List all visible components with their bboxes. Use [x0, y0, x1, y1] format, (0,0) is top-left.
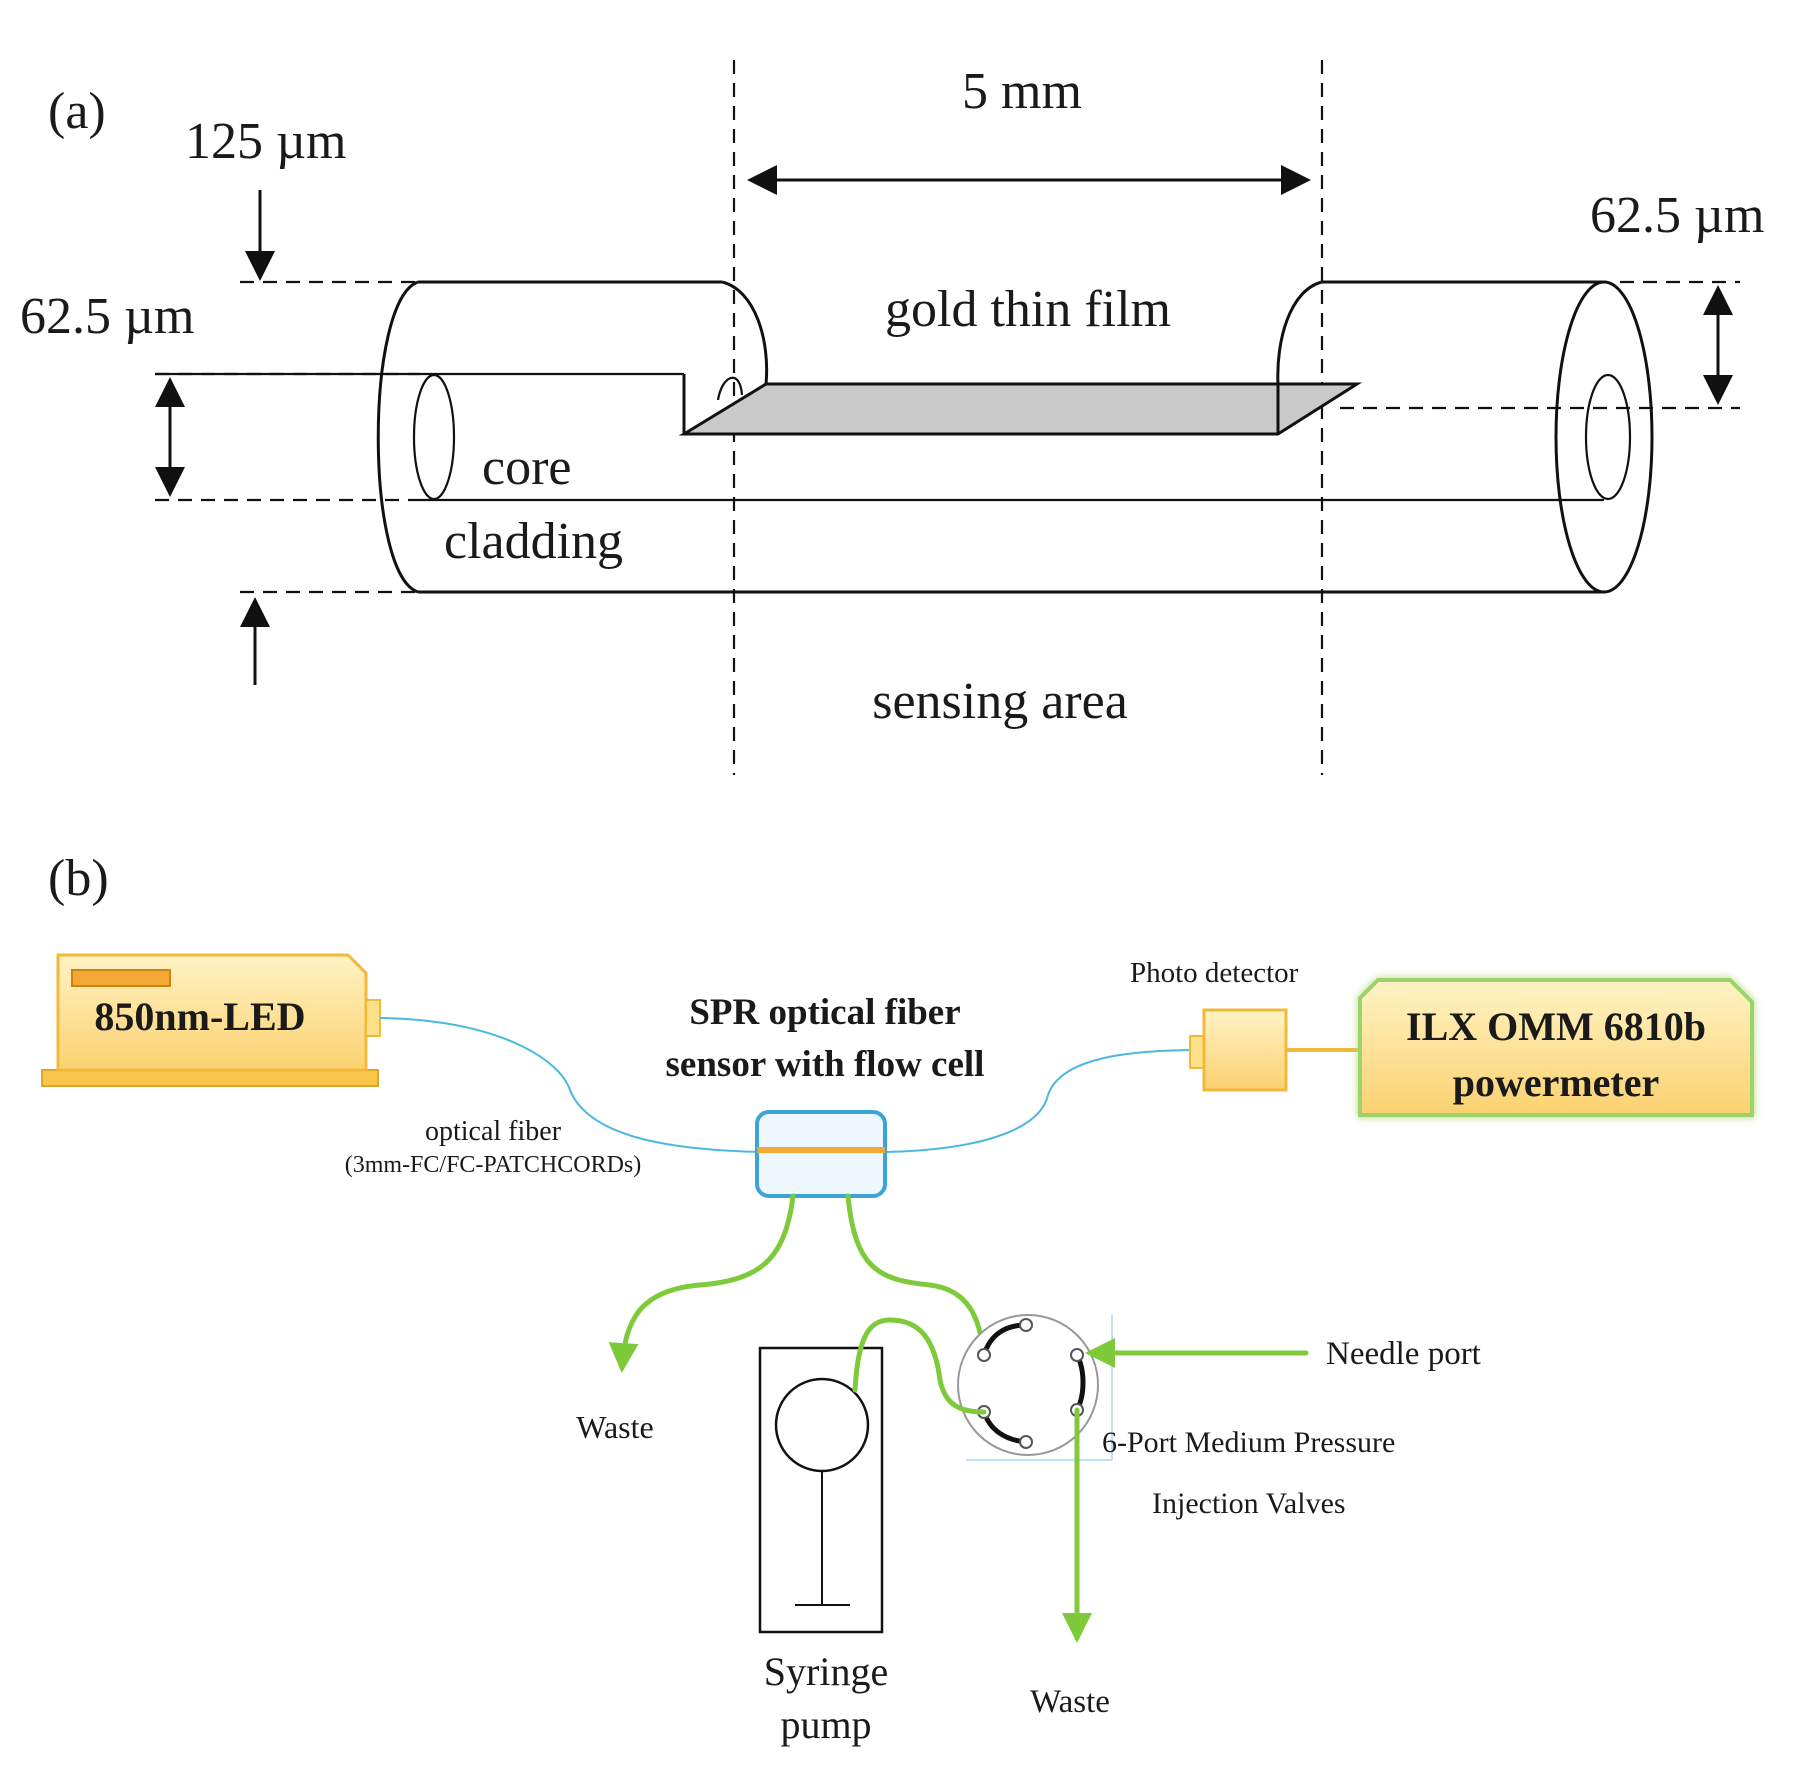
waste-left-label: Waste — [576, 1409, 653, 1445]
gold-film-label: gold thin film — [885, 281, 1171, 338]
detector-label: Photo detector — [1130, 957, 1299, 989]
gold-film-surface — [678, 382, 1363, 436]
right-core-ellipse — [1584, 373, 1632, 501]
spr-flow-cell — [755, 1110, 887, 1198]
cladding-label: cladding — [444, 513, 623, 570]
led-indicator-bar — [71, 969, 171, 987]
tubing-syringe-to-valve — [852, 1317, 987, 1415]
syringe-pump — [758, 1346, 884, 1634]
panel-b-setup-diagram: (b) 850nm-LED optical fiber (3mm-FC/FC-P… — [41, 850, 1754, 1747]
led-source: 850nm-LED — [41, 953, 381, 1087]
fiber-label-line1: optical fiber — [425, 1116, 562, 1147]
syringe-label-line1: Syringe — [764, 1649, 888, 1694]
panel-a-label: (a) — [48, 83, 106, 140]
led-label: 850nm-LED — [94, 994, 305, 1039]
tubing-sensor-to-valve — [845, 1193, 987, 1358]
core-right-label: 62.5 µm — [1590, 187, 1764, 244]
left-core-ellipse — [412, 373, 456, 501]
powermeter — [1358, 978, 1754, 1117]
led-connector — [365, 999, 381, 1037]
sensor-label-line1: SPR optical fiber — [689, 992, 960, 1033]
diameter-label: 125 µm — [185, 113, 346, 170]
panel-b-label: (b) — [48, 850, 109, 907]
panel-a-fiber-diagram: (a) 5 mm 125 µm 62.5 µm 62.5 µm — [20, 60, 1764, 775]
powermeter-label-line1: ILX OMM 6810b — [1406, 1004, 1706, 1049]
optical-fiber-body — [155, 280, 1654, 594]
optical-fiber-input — [379, 1017, 761, 1153]
fiber-label-line2: (3mm-FC/FC-PATCHCORDs) — [345, 1152, 642, 1178]
right-end-cap — [1554, 280, 1654, 594]
valve-label-line2: Injection Valves — [1152, 1487, 1346, 1520]
photo-detector — [1189, 1008, 1360, 1092]
syringe-label-line2: pump — [780, 1702, 871, 1747]
sensor-label-line2: sensor with flow cell — [666, 1044, 985, 1085]
sensing-area-label: sensing area — [872, 673, 1128, 730]
core-left-label: 62.5 µm — [20, 288, 194, 345]
injection-valve — [957, 1314, 1113, 1461]
waste-bottom-label: Waste — [1030, 1684, 1110, 1720]
needle-port-label: Needle port — [1326, 1336, 1481, 1372]
valve-label-line1: 6-Port Medium Pressure — [1102, 1426, 1395, 1459]
length-dimension-label: 5 mm — [962, 63, 1082, 120]
tubing-to-waste-left — [608, 1193, 796, 1373]
core-label: core — [482, 439, 571, 496]
optical-fiber-output — [884, 1049, 1201, 1153]
powermeter-label-line2: powermeter — [1453, 1060, 1660, 1105]
